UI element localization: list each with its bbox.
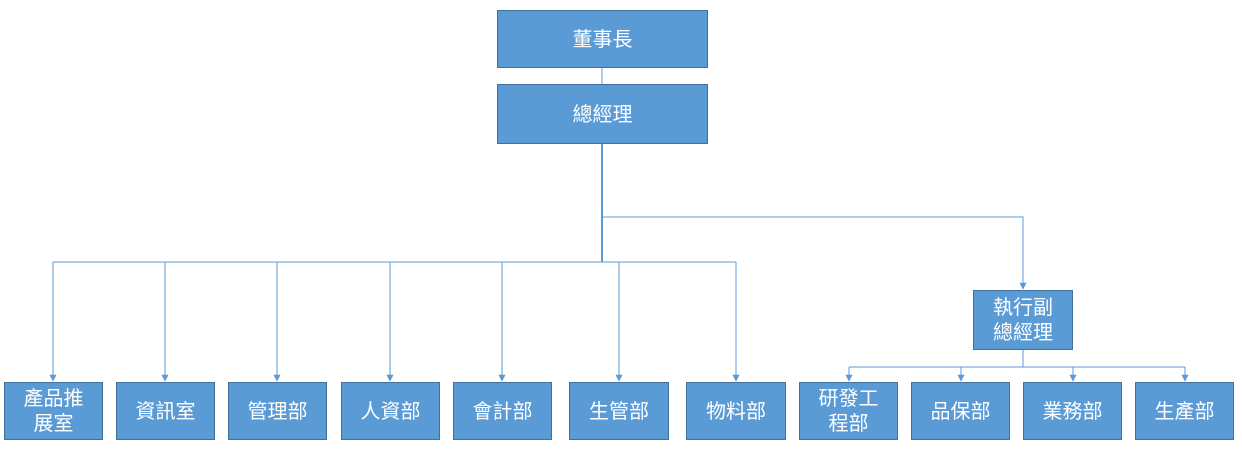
node-executive-vp-label: 執行副總經理 (993, 295, 1053, 344)
node-dept-product-promotion: 產品推展室 (4, 382, 103, 440)
node-dept-quality-assurance: 品保部 (911, 382, 1010, 440)
node-dept-label: 資訊室 (135, 398, 196, 423)
node-dept-management: 管理部 (228, 382, 327, 440)
node-chairman: 董事長 (497, 10, 708, 68)
node-dept-it: 資訊室 (116, 382, 215, 440)
node-dept-label: 生產部 (1154, 398, 1215, 423)
node-dept-label: 會計部 (472, 398, 533, 423)
node-dept-label: 品保部 (930, 398, 991, 423)
node-dept-production-control: 生管部 (569, 382, 669, 440)
node-dept-production: 生產部 (1135, 382, 1234, 440)
connector-gm-evp (602, 216, 1027, 290)
node-dept-label: 物料部 (706, 398, 766, 423)
node-dept-label: 產品推展室 (23, 386, 84, 435)
node-dept-label: 研發工程部 (818, 386, 879, 435)
node-dept-rd-engineering: 研發工程部 (799, 382, 898, 440)
node-general-manager-label: 總經理 (572, 101, 633, 126)
node-dept-label: 管理部 (247, 398, 308, 423)
node-dept-hr: 人資部 (341, 382, 440, 440)
node-executive-vp: 執行副總經理 (973, 290, 1073, 350)
node-dept-materials: 物料部 (686, 382, 786, 440)
node-dept-accounting: 會計部 (453, 382, 552, 440)
node-dept-sales: 業務部 (1023, 382, 1122, 440)
node-dept-label: 生管部 (589, 398, 649, 423)
node-chairman-label: 董事長 (572, 26, 633, 51)
node-dept-label: 業務部 (1042, 398, 1103, 423)
node-dept-label: 人資部 (360, 398, 421, 423)
node-general-manager: 總經理 (497, 84, 708, 144)
